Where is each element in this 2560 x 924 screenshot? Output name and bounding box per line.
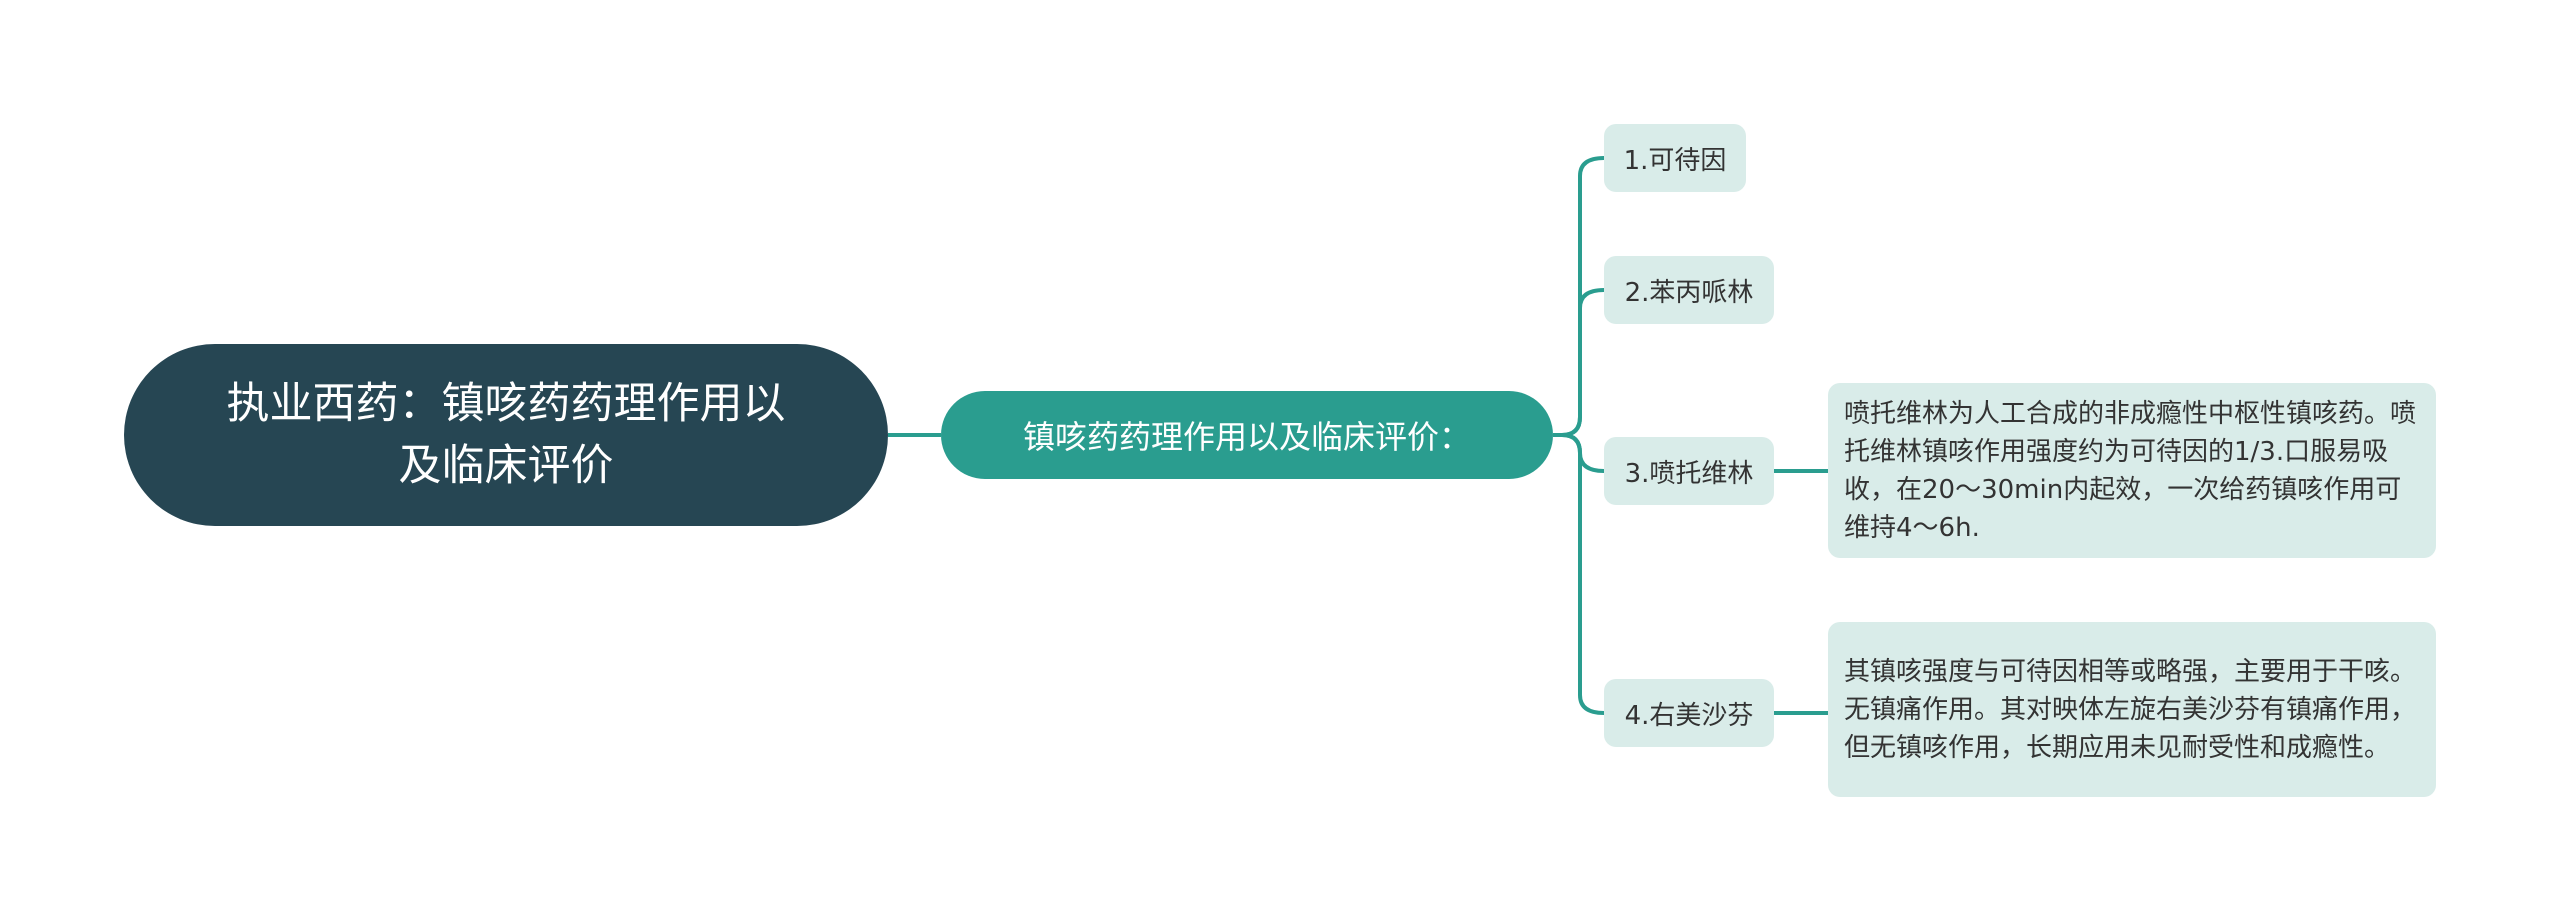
detail-note-dextromethorphan[interactable]: 其镇咳强度与可待因相等或略强，主要用于干咳。无镇痛作用。其对映体左旋右美沙芬有镇… (1828, 622, 2436, 797)
topic-item-label: 2.苯丙哌林 (1624, 277, 1754, 308)
topic-item-benproperine[interactable]: 2.苯丙哌林 (1604, 256, 1774, 324)
connector-branch-item-2 (1553, 288, 1605, 437)
topic-item-label: 4.右美沙芬 (1624, 700, 1754, 731)
branch-node[interactable]: 镇咳药药理作用以及临床评价： (941, 391, 1553, 479)
detail-note-text: 喷托维林为人工合成的非成瘾性中枢性镇咳药。喷托维林镇咳作用强度约为可待因的1/3… (1844, 398, 2417, 543)
topic-item-label: 1.可待因 (1623, 145, 1727, 176)
topic-item-pentoxyverine[interactable]: 3.喷托维林 (1604, 437, 1774, 505)
branch-node-label: 镇咳药药理作用以及临床评价： (1022, 418, 1471, 456)
root-node-label: 执业西药：镇咳药药理作用以及临床评价 (226, 379, 786, 491)
connector-branch-item-4 (1553, 433, 1605, 715)
topic-item-dextromethorphan[interactable]: 4.右美沙芬 (1604, 679, 1774, 747)
topic-item-label: 3.喷托维林 (1624, 458, 1754, 489)
topic-item-codeine[interactable]: 1.可待因 (1604, 124, 1746, 192)
detail-note-pentoxyverine[interactable]: 喷托维林为人工合成的非成瘾性中枢性镇咳药。喷托维林镇咳作用强度约为可待因的1/3… (1828, 383, 2436, 558)
detail-note-text: 其镇咳强度与可待因相等或略强，主要用于干咳。无镇痛作用。其对映体左旋右美沙芬有镇… (1844, 656, 2417, 763)
root-node[interactable]: 执业西药：镇咳药药理作用以及临床评价 (124, 344, 888, 526)
